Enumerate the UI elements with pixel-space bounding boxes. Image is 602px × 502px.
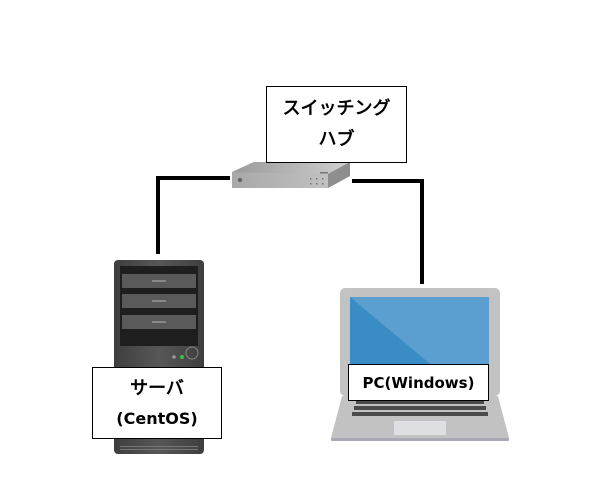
network-switch-icon	[232, 162, 350, 188]
hub-label: スイッチング ハブ	[266, 86, 407, 163]
cable-hub-to-server-vertical	[156, 176, 160, 254]
server-label-line1: サーバ	[130, 378, 184, 400]
pc-label: PC(Windows)	[348, 364, 489, 401]
cable-hub-to-pc	[352, 179, 424, 183]
server-label-line2: (CentOS)	[116, 408, 198, 428]
hub-label-line1: スイッチング	[282, 97, 391, 119]
cable-hub-to-server	[156, 176, 230, 180]
pc-label-text: PC(Windows)	[362, 373, 475, 392]
hub-label-line2: ハブ	[318, 128, 355, 150]
cable-hub-to-pc-vertical	[420, 179, 424, 284]
server-label: サーバ (CentOS)	[92, 367, 222, 439]
